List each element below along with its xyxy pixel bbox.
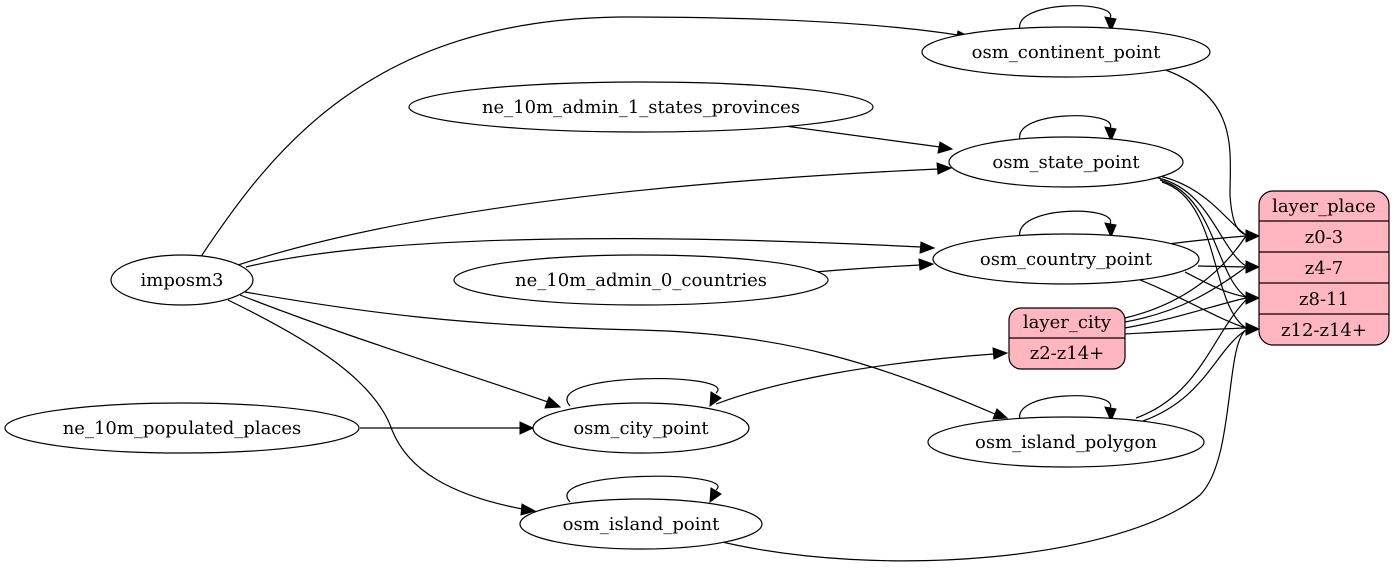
arrowhead [1104,222,1117,239]
edge-osm-state-point-to-z12-z14 [1161,181,1247,329]
node-label: osm_city_point [573,418,709,439]
arrowhead [918,258,935,271]
edge-imposm3-to-osm-state-point [234,168,939,267]
edge-osm-island-point-to-z12-z14 [717,329,1247,562]
self-loop-osm-city-point [566,378,719,407]
self-loop-osm-state-point [1019,115,1111,141]
node-imposm3[interactable]: imposm3 [110,254,254,306]
arrowhead [992,408,1009,420]
edge-osm-island-polygon-to-z12-z14 [1139,329,1247,423]
node-osm-continent-point[interactable]: osm_continent_point [921,26,1211,78]
node-osm-island-polygon[interactable]: osm_island_polygon [927,416,1205,468]
record-field-z2-z14: z2-z14+ [1030,343,1105,364]
node-label: osm_continent_point [972,42,1161,63]
edge-ne-admin-0-to-osm-country-point [814,264,921,273]
node-ellipse [4,402,360,454]
self-loop-osm-continent-point [1019,5,1111,31]
node-osm-island-point[interactable]: osm_island_point [519,498,763,550]
edges [199,5,1261,562]
record-field-z4-7: z4-7 [1305,258,1343,279]
record-title: layer_place [1272,196,1376,217]
edge-osm-city-point-to-layer-city [715,353,995,405]
node-osm-state-point[interactable]: osm_state_point [948,136,1184,188]
edge-imposm3-to-osm-island-point [227,299,523,510]
node-label: imposm3 [141,270,224,291]
node-label: ne_10m_admin_1_states_provinces [482,97,800,118]
arrowhead [520,503,537,516]
record-field-z0-3: z0-3 [1305,227,1343,248]
node-label: osm_country_point [980,249,1153,270]
node-ellipse [408,81,874,133]
record-field-z8-11: z8-11 [1299,289,1349,310]
arrowhead-z8-11 [1245,291,1261,305]
edge-osm-country-point-to-z12-z14 [1129,275,1247,329]
arrowhead [544,396,562,409]
edge-osm-country-point-to-z8-11 [1184,271,1247,298]
self-loop-osm-country-point [1019,210,1111,239]
node-ne-10m-admin-1-states-provinces[interactable]: ne_10m_admin_1_states_provinces [408,81,874,133]
edge-imposm3-to-osm-country-point [245,238,922,268]
arrowhead [936,162,953,175]
edge-imposm3-to-osm-continent-point [199,16,959,259]
edge-osm-state-point-to-z0-3 [1154,174,1247,236]
record-box [1258,190,1390,346]
arrowhead [919,241,936,254]
edge-osm-state-point-to-z4-7 [1157,177,1247,267]
node-osm-country-point[interactable]: osm_country_point [932,233,1200,285]
nodes: imposm3 ne_10m_admin_1_states_provinces … [4,26,1390,550]
record-layer-city[interactable]: layer_city z2-z14+ [1008,307,1126,370]
edge-imposm3-to-osm-island-polygon [244,291,996,415]
arrowhead [1104,126,1117,143]
node-label: ne_10m_admin_0_countries [515,270,767,291]
edge-ne-admin-1-to-osm-state-point [784,125,941,148]
node-ellipse [519,498,763,550]
node-ne-10m-populated-places[interactable]: ne_10m_populated_places [4,402,360,454]
arrowhead [709,391,722,408]
self-loop-osm-island-polygon [1019,395,1111,421]
arrowhead [1104,406,1117,423]
node-label: ne_10m_populated_places [63,418,302,439]
node-osm-city-point[interactable]: osm_city_point [532,402,750,454]
record-title: layer_city [1023,312,1112,333]
node-label: osm_island_polygon [975,432,1157,453]
node-ellipse [932,233,1200,285]
edge-layer-city-to-z4-7 [1124,266,1247,323]
edge-imposm3-to-osm-city-point [239,294,549,403]
node-ellipse [927,416,1205,468]
self-loop-osm-island-point [566,475,719,503]
arrowhead [1104,16,1117,33]
node-label: osm_island_point [563,514,720,535]
node-ellipse [110,254,254,306]
node-ellipse [948,136,1184,188]
arrowhead [992,347,1009,360]
edge-osm-island-polygon-to-z8-11 [1135,299,1247,419]
edge-osm-country-point-to-z4-7 [1197,265,1247,268]
arrowhead-z4-7 [1245,260,1261,274]
edge-layer-city-to-z8-11 [1124,297,1247,329]
arrowhead [519,421,535,435]
arrowhead [709,487,722,504]
edge-osm-country-point-to-z0-3 [1167,235,1247,245]
node-label: osm_state_point [992,152,1140,173]
arrowhead [937,141,954,154]
node-ellipse [453,254,829,306]
arrowhead-z12-z14 [1245,322,1261,336]
edge-layer-city-to-z0-3 [1124,235,1247,319]
arrowhead-z0-3 [1245,229,1261,243]
edge-layer-city-to-z12-z14 [1124,327,1247,335]
node-ellipse [532,402,750,454]
record-field-z12-z14: z12-z14+ [1281,320,1367,341]
record-layer-place[interactable]: layer_place z0-3 z4-7 z8-11 z12-z14+ [1258,190,1390,346]
node-ellipse [921,26,1211,78]
node-ne-10m-admin-0-countries[interactable]: ne_10m_admin_0_countries [453,254,829,306]
edge-osm-state-point-to-z8-11 [1159,179,1247,298]
